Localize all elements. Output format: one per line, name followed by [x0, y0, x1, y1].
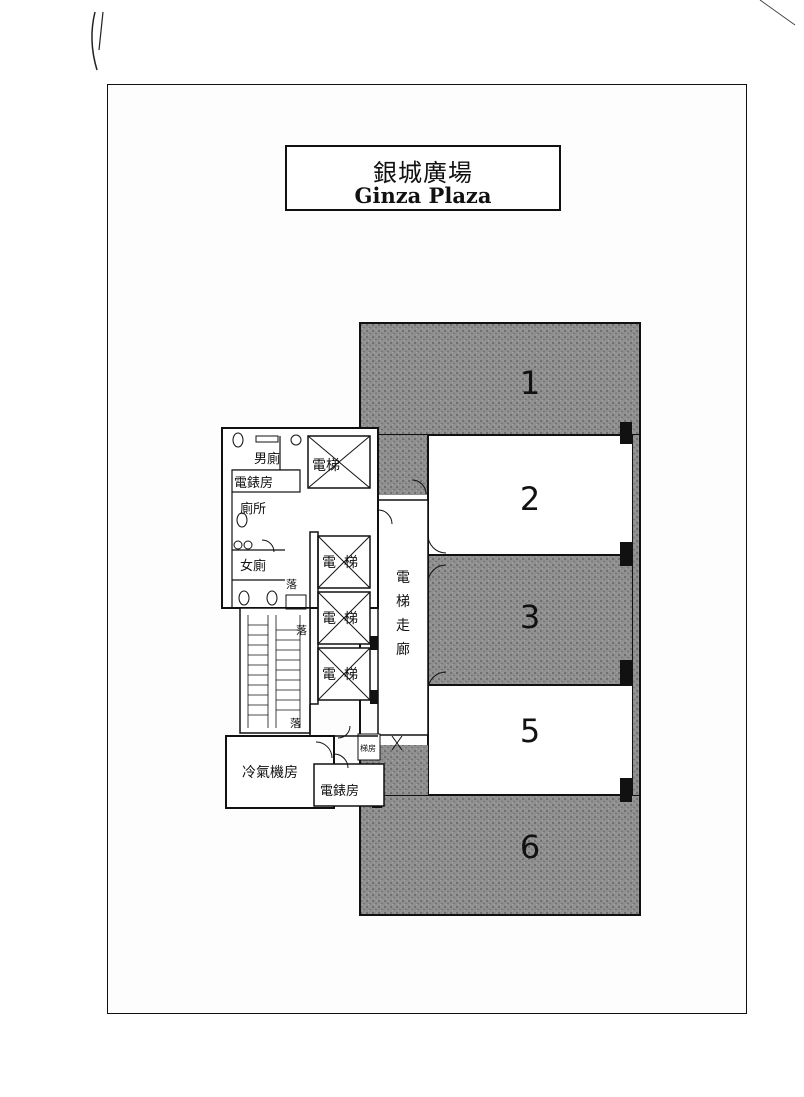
label-small-room: 梯房 [360, 743, 376, 753]
label-electric-room-bottom: 電錶房 [320, 783, 359, 799]
door-swing [337, 725, 351, 739]
unit-6-area [359, 794, 641, 916]
stray-mark [91, 11, 98, 71]
column [370, 636, 378, 650]
door-swing [427, 671, 447, 691]
toilet-fixture [238, 590, 250, 606]
lift-cross [317, 647, 371, 701]
door-swing [315, 741, 333, 759]
door-swing [411, 479, 427, 495]
door-swing [377, 509, 393, 525]
lift-label-char-2: 梯 [344, 555, 358, 571]
door-swing [261, 539, 275, 553]
sink-fixture [233, 540, 243, 550]
label-electric-room-top: 電錶房 [234, 475, 273, 491]
label-womens-toilet: 女廁 [240, 558, 266, 574]
shaded-strip [633, 435, 640, 795]
stray-mark [759, 0, 796, 26]
lift-label-char-1: 電 [322, 555, 336, 571]
unit-number-3: 3 [520, 598, 540, 636]
unit-number-6: 6 [520, 828, 540, 866]
door-swing [427, 534, 447, 554]
door-swing [427, 564, 447, 584]
toilet-fixture [236, 512, 248, 528]
door-swing [333, 753, 349, 769]
lift-label-char-2: 梯 [344, 667, 358, 683]
column [370, 690, 378, 704]
column [620, 660, 632, 684]
lift-label-char-2: 梯 [344, 611, 358, 627]
lift-cross [317, 535, 371, 589]
unit-number-5: 5 [520, 712, 540, 750]
hose-reel [285, 594, 307, 610]
title-english: Ginza Plaza [354, 183, 492, 208]
label-ac-plant-room: 冷氣機房 [242, 765, 298, 781]
label-stair-drop: 落 [296, 624, 307, 637]
column [620, 542, 632, 566]
title-chinese: 銀城廣場 [373, 159, 473, 187]
lobby-label-3: 走 [396, 618, 410, 634]
lobby-label-2: 梯 [396, 594, 410, 610]
column [620, 422, 632, 444]
column [620, 778, 632, 802]
stray-mark [98, 11, 104, 51]
stair-treads [247, 615, 301, 728]
lift-label-char-1: 電 [322, 611, 336, 627]
unit-1-area [359, 322, 641, 436]
toilet-fixture [232, 432, 244, 448]
lift-cross [307, 435, 371, 489]
sink-fixture [290, 434, 302, 446]
electric-room-bottom [313, 763, 385, 807]
unit-number-1: 1 [520, 364, 540, 402]
title-box: 銀城廣場 Ginza Plaza [285, 145, 561, 211]
electric-room-top [231, 469, 301, 493]
label-toilet: 廁所 [240, 501, 266, 517]
small-room [357, 733, 381, 761]
lobby-label-4: 廊 [396, 641, 410, 658]
toilet-fixture [266, 590, 278, 606]
lift-label-char-1: 電 [322, 667, 336, 683]
lift-cross [317, 591, 371, 645]
stair-mark [391, 735, 403, 751]
label-stair-drop: 落 [286, 578, 297, 591]
sink-fixture [243, 540, 253, 550]
staircase [239, 607, 311, 734]
label-stair-drop: 落 [290, 717, 301, 730]
label-lift-top: 電梯 [312, 458, 340, 474]
lift-lobby [377, 499, 429, 736]
label-mens-toilet: 男廁 [254, 451, 280, 467]
urinals [255, 435, 279, 443]
lobby-label-1: 電 [396, 570, 410, 586]
unit-number-2: 2 [520, 480, 540, 518]
